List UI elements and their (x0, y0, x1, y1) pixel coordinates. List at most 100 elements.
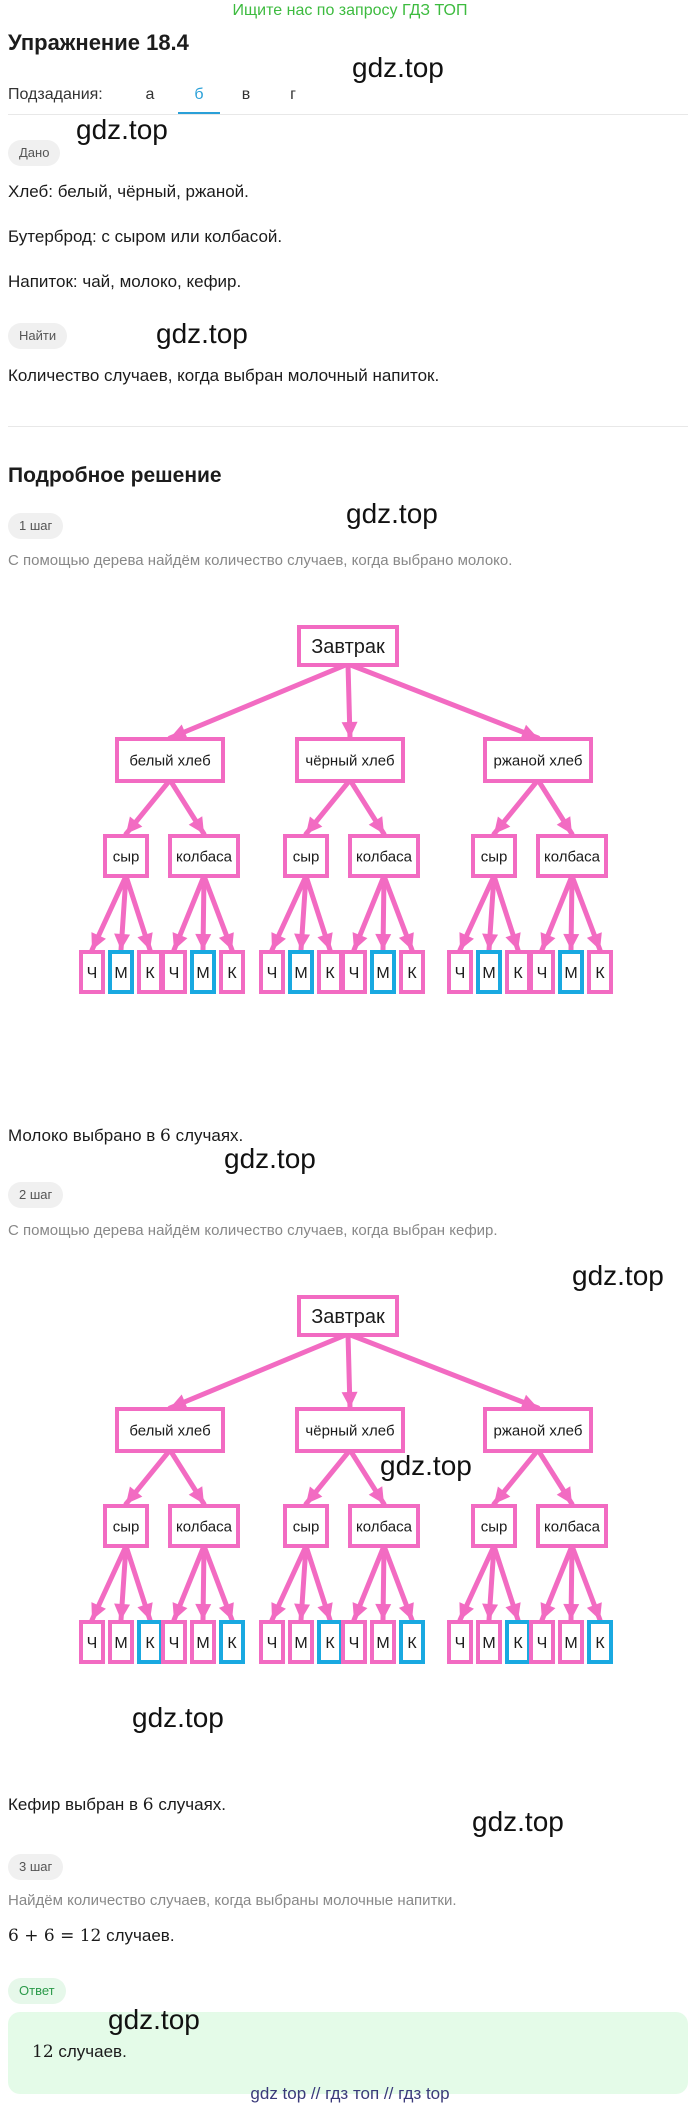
tree-drink-node-label: К (325, 965, 335, 982)
arrow-filling-to-drink-head (375, 933, 392, 950)
step2-text: С помощью дерева найдём количество случа… (8, 1222, 498, 1239)
tree-drink-node-label: Ч (349, 965, 360, 982)
arrow-bread-to-filling-head (306, 816, 323, 834)
tree-drink-node-label: К (513, 1635, 523, 1652)
tree-bread-node-label: чёрный хлеб (305, 1422, 394, 1439)
given-line-drink: Напиток: чай, молоко, кефир. (8, 272, 242, 291)
tree-drink-node-box (341, 950, 367, 994)
arrow-filling-to-drink-head (195, 1603, 212, 1620)
tree-drink-node-label: М (376, 965, 389, 982)
tree-bread-node-box (483, 737, 593, 783)
watermark: gdz.top (380, 1450, 472, 1481)
arrow-bread-to-filling-head (368, 1486, 384, 1504)
tab-b[interactable]: б (194, 86, 204, 103)
arrow-filling-to-drink-head (195, 933, 212, 950)
arrow-filling-to-drink-head (137, 1602, 153, 1620)
tree-filling-node-label: сыр (113, 848, 140, 865)
tree-drink-node-label: М (196, 965, 209, 982)
tree-filling-node-box (283, 834, 329, 878)
tree-drink-node-box (259, 1620, 285, 1664)
arrow-filling-to-drink-head (505, 932, 521, 950)
tree-drink-node-box (447, 950, 473, 994)
tree-filling-node-box (471, 834, 517, 878)
arrow-filling-to-drink-head (172, 932, 188, 950)
step3-text: Найдём количество случаев, когда выбраны… (8, 1892, 457, 1909)
step2-result-suffix: случаях. (153, 1795, 226, 1814)
tree-bread-node-label: белый хлеб (129, 1422, 210, 1439)
tree-bread-node-box (115, 737, 225, 783)
answer-number: 12 (32, 2042, 54, 2062)
arrow-filling-to-drink-head (482, 933, 499, 950)
tree-drink-node-label: Ч (537, 965, 548, 982)
arrow-filling-to-drink-head (172, 1602, 188, 1620)
tree-filling-node-box (348, 834, 420, 878)
arrow-bread-to-filling-head (188, 1486, 204, 1504)
tree-drink-node-label: Ч (455, 965, 466, 982)
step1-result: Молоко выбрано в 6 случаях. (8, 1126, 243, 1146)
tree-drink-node-label: М (294, 1635, 307, 1652)
step1-result-suffix: случаях. (170, 1126, 244, 1145)
arrow-root-to-bread-head (341, 721, 358, 738)
tree-drink-node-box (370, 950, 396, 994)
footer-links[interactable]: gdz top // гдз топ // гдз top (250, 2084, 450, 2103)
tree-drink-node-label: Ч (349, 1635, 360, 1652)
tree-drink-node-box (219, 1620, 245, 1664)
tree-drink-node-label: М (564, 1635, 577, 1652)
arrow-filling-to-drink-head (375, 1603, 392, 1620)
arrow-filling-to-drink-head (137, 932, 153, 950)
step3-formula-expr: 6 + 6 = 12 (8, 1926, 102, 1946)
tree-filling-node-label: колбаса (176, 1518, 233, 1535)
arrow-filling-to-drink-head (271, 932, 286, 950)
step1-result-number: 6 (160, 1126, 171, 1146)
tab-g[interactable]: г (290, 86, 296, 103)
tree-drink-node-box (399, 1620, 425, 1664)
tree-filling-node-label: сыр (293, 848, 320, 865)
answer-text: 12 случаев. (32, 2042, 127, 2062)
step2-result: Кефир выбран в 6 случаях. (8, 1795, 226, 1815)
tree-filling-node-box (283, 1504, 329, 1548)
tree-drink-node-label: М (114, 1635, 127, 1652)
answer-suffix: случаев. (53, 2042, 127, 2061)
step1-result-prefix: Молоко выбрано в (8, 1126, 161, 1145)
tree-drink-node-label: К (145, 965, 155, 982)
tree-filling-node-label: сыр (481, 848, 508, 865)
tree-drink-node-label: К (407, 1635, 417, 1652)
arrow-filling-to-drink-head (398, 932, 414, 950)
tree-drink-node-label: К (145, 1635, 155, 1652)
arrow-bread-to-filling-head (494, 1486, 511, 1504)
tree-drink-node-label: К (407, 965, 417, 982)
tab-a[interactable]: а (145, 86, 155, 103)
step3-badge: 3 шаг (8, 1854, 64, 1880)
tree-bread-node-box (483, 1407, 593, 1453)
arrow-bread-to-filling-head (494, 816, 511, 834)
tree-drink-node-label: К (595, 965, 605, 982)
tree-drink-node-box (399, 950, 425, 994)
tree-drink-node-label: Ч (267, 965, 278, 982)
tree-drink-node-label: К (227, 1635, 237, 1652)
tree-filling-node-box (103, 1504, 149, 1548)
answer-box (8, 2012, 688, 2094)
tree-root-box (297, 625, 399, 667)
tree-filling-node-box (103, 834, 149, 878)
search-banner[interactable]: Ищите нас по запросу ГДЗ ТОП (232, 2, 468, 19)
tree-filling-node-box (168, 834, 240, 878)
tree-drink-node-label: М (564, 965, 577, 982)
tree-drink-node-box (288, 950, 314, 994)
arrow-root-to-bread (167, 661, 351, 741)
step1-text: С помощью дерева найдём количество случа… (8, 552, 513, 569)
tree-drink-node-label: Ч (87, 965, 98, 982)
arrow-root-to-bread-head (341, 1391, 358, 1408)
tab-v[interactable]: в (241, 86, 251, 103)
answer-badge: Ответ (8, 1978, 66, 2004)
tree-drink-node-label: Ч (87, 1635, 98, 1652)
arrow-filling-to-drink-head (271, 1602, 286, 1620)
solution-heading: Подробное решение (8, 464, 222, 487)
arrow-filling-to-drink-head (114, 1603, 131, 1620)
step2-badge: 2 шаг (8, 1182, 64, 1208)
watermark: gdz.top (472, 1806, 564, 1837)
arrow-bread-to-filling-head (306, 1486, 323, 1504)
arrow-root-to-bread (345, 661, 541, 741)
tree-drink-node-box (529, 1620, 555, 1664)
arrow-root-to-bread (167, 1331, 351, 1411)
